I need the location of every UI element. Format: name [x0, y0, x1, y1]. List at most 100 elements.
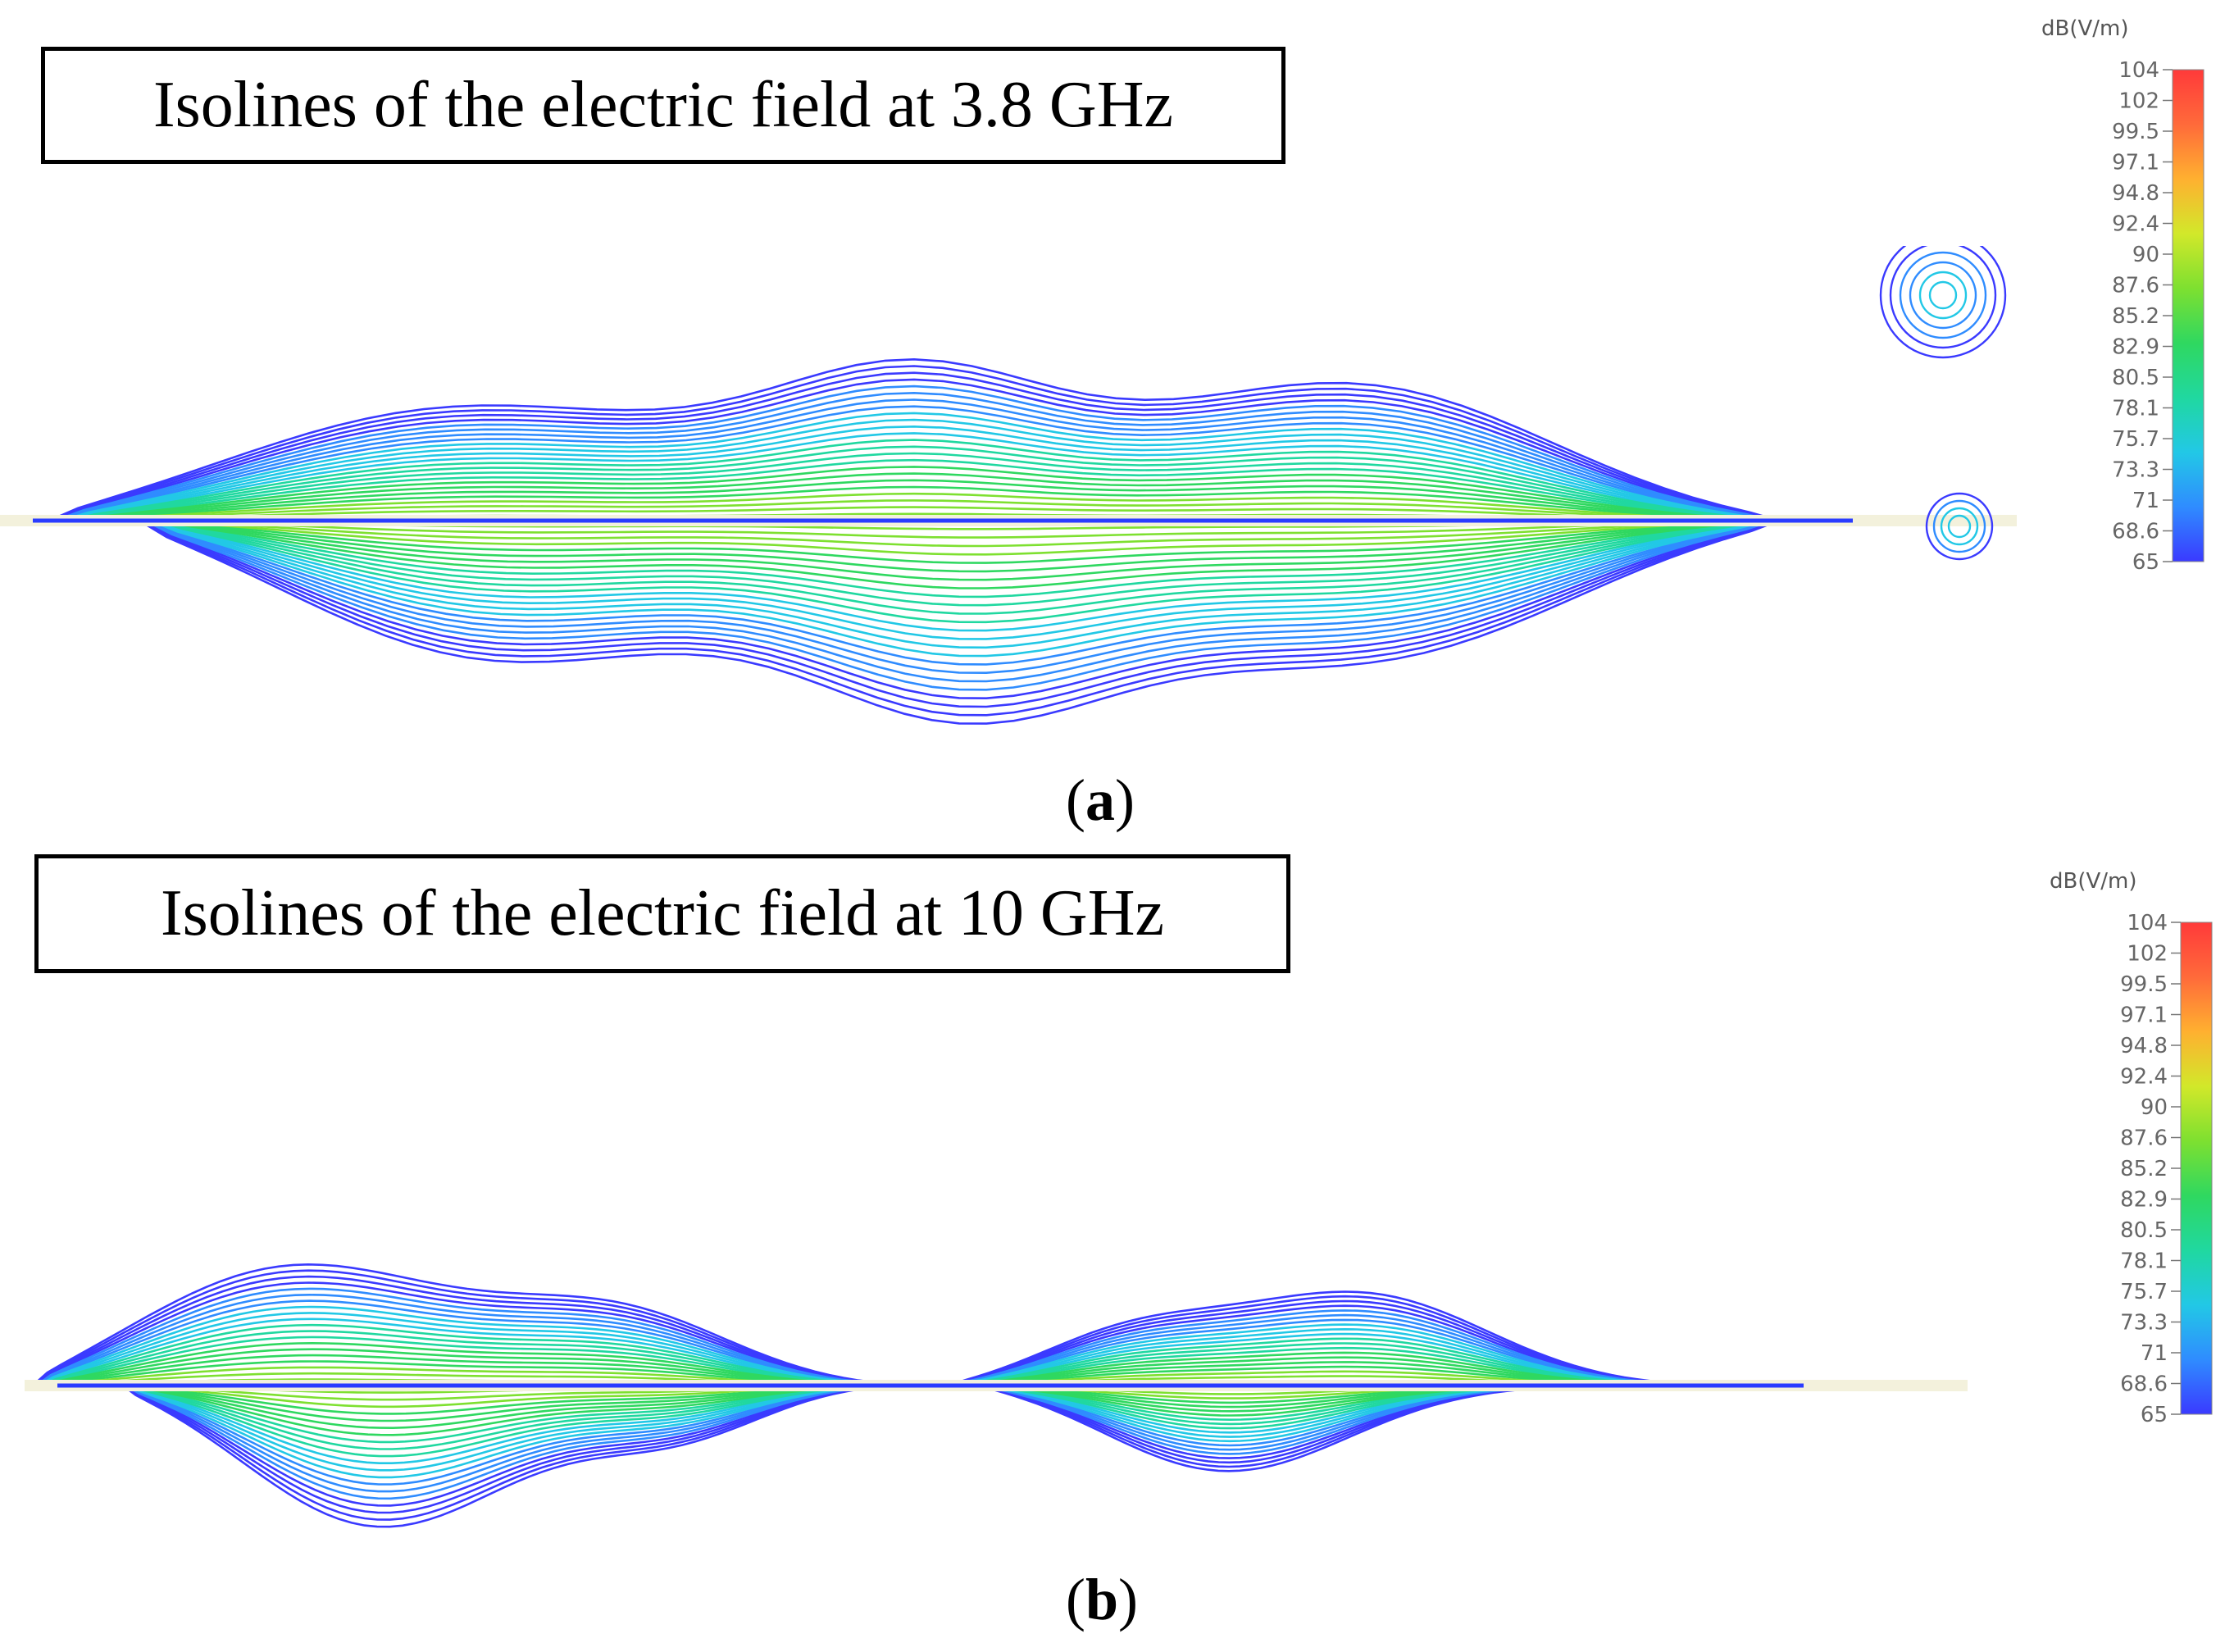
colorbar-tick-label: 68.6	[2120, 1372, 2168, 1397]
isoline	[130, 1384, 877, 1450]
colorbar-tick-label: 75.7	[2120, 1280, 2168, 1304]
isoline	[43, 1336, 892, 1387]
isoline	[139, 519, 1780, 725]
colorbar-tick-label: 68.6	[2112, 520, 2159, 544]
colorbar-tick-label: 85.2	[2112, 304, 2159, 329]
colorbar-tick-label: 102	[2118, 89, 2159, 114]
colorbar-tick-label: 82.9	[2120, 1188, 2168, 1213]
isoline	[140, 519, 1778, 717]
isoline	[76, 485, 1752, 522]
isoline-ring	[1940, 507, 1979, 546]
colorbar-tick-label: 85.2	[2120, 1157, 2168, 1181]
isoline-ring	[1947, 514, 1972, 539]
isoline-ring	[1879, 246, 2007, 359]
isoline	[64, 432, 1763, 522]
isoline	[41, 1323, 894, 1387]
colorbar-tick-label: 94.8	[2120, 1034, 2168, 1058]
isoline	[33, 1269, 902, 1387]
isoline	[75, 479, 1754, 522]
isoline	[46, 1360, 889, 1387]
isoline-ring	[1909, 261, 1977, 330]
colorbar-tick-label: 78.1	[2112, 397, 2159, 421]
isoline	[125, 1384, 884, 1507]
isoline	[145, 519, 1773, 683]
isoline	[36, 1293, 898, 1387]
isoline	[166, 519, 1752, 556]
isoline	[143, 519, 1776, 700]
isoline	[35, 1287, 899, 1387]
isoline	[149, 519, 1769, 658]
isoline	[129, 1384, 879, 1464]
isoline	[144, 519, 1774, 691]
isoline	[71, 458, 1758, 522]
isoline	[134, 1384, 874, 1415]
isoline	[52, 371, 1777, 522]
isoline	[63, 425, 1765, 522]
isoline	[163, 519, 1755, 573]
isoline	[34, 1281, 899, 1387]
isoline	[61, 418, 1767, 522]
isoline-ring	[1918, 271, 1968, 320]
isoline	[38, 1305, 896, 1387]
field-plot-a	[0, 246, 2017, 725]
isoline	[60, 412, 1768, 522]
legend-unit-a: dB(V/m)	[2041, 16, 2129, 41]
colorbar-tick-label: 80.5	[2112, 366, 2159, 390]
isoline	[58, 405, 1769, 522]
isoline-ring	[1932, 499, 1986, 553]
isoline	[122, 1384, 886, 1528]
colorbar-tick-label: 104	[2118, 58, 2159, 83]
isoline	[157, 519, 1760, 607]
isoline	[34, 1275, 901, 1387]
isoline	[162, 519, 1756, 581]
isoline	[148, 519, 1770, 666]
panel-a-title: Isolines of the electric field at 3.8 GH…	[41, 47, 1285, 164]
colorbar-tick-label: 92.4	[2120, 1065, 2168, 1090]
colorbar-legend-b: dB(V/m) 10410299.597.194.892.49087.685.2…	[2050, 869, 2213, 1427]
isoline	[48, 357, 1780, 522]
caption-a: (a)	[1066, 767, 1135, 833]
isoline	[71, 466, 1757, 522]
isoline	[50, 365, 1778, 522]
colorbar-tick-label: 78.1	[2120, 1249, 2168, 1274]
isoline	[165, 519, 1754, 564]
isoline	[127, 1384, 880, 1479]
colorbar-tick-label: 73.3	[2120, 1311, 2168, 1336]
colorbar-tick-label: 99.5	[2120, 972, 2168, 997]
isoline	[155, 519, 1763, 624]
isoline	[133, 1384, 876, 1430]
colorbar-tick-label: 97.1	[2112, 151, 2159, 175]
isoline	[42, 1330, 893, 1387]
isoline	[44, 1348, 890, 1387]
isoline	[152, 519, 1766, 640]
isoline	[157, 519, 1762, 615]
panel-b-title: Isolines of the electric field at 10 GHz	[34, 854, 1290, 973]
isoline	[66, 439, 1763, 522]
isoline	[54, 385, 1774, 522]
isoline	[169, 519, 1750, 539]
colorbar-tick-label: 65	[2132, 550, 2159, 575]
isoline-ring	[1889, 246, 1997, 349]
caption-b: (b)	[1066, 1567, 1139, 1632]
panel-a: Isolines of the electric field at 3.8 GH…	[0, 16, 2205, 833]
isoline	[128, 1384, 880, 1472]
colorbar-tick-label: 80.5	[2120, 1218, 2168, 1243]
isoline	[78, 492, 1750, 522]
colorbar-tick-label: 104	[2127, 911, 2168, 935]
colorbar-gradient	[2172, 69, 2205, 562]
colorbar-tick-label: 73.3	[2112, 458, 2159, 483]
isoline	[153, 519, 1764, 632]
field-plot-b	[25, 1263, 1968, 1528]
isoline	[125, 1384, 883, 1500]
colorbar-tick-label: 71	[2141, 1341, 2168, 1366]
isoline-ring	[1925, 492, 1994, 561]
isoline	[130, 1384, 878, 1458]
isoline	[147, 519, 1772, 675]
isoline	[73, 472, 1755, 522]
isoline	[39, 1312, 895, 1387]
colorbar-tick-label: 90	[2132, 243, 2159, 267]
isoline	[123, 1384, 885, 1521]
isoline	[161, 519, 1758, 589]
colorbar-tick-label: 94.8	[2112, 181, 2159, 206]
